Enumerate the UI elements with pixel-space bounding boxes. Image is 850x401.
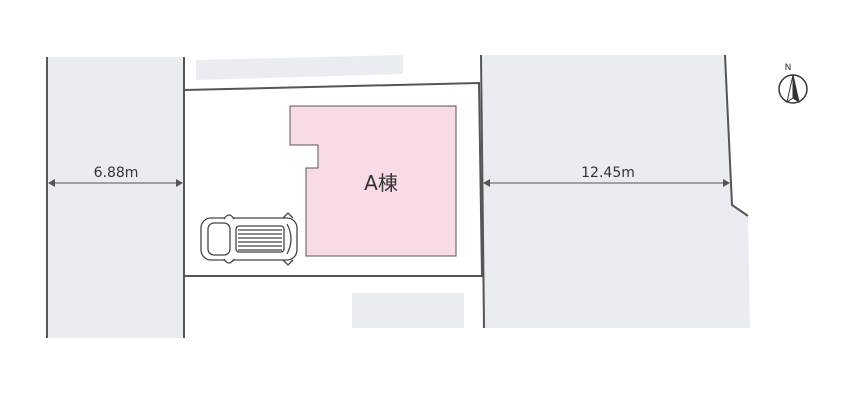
building-a	[289, 105, 457, 257]
left-road	[47, 57, 184, 338]
lot-boundary	[183, 81, 484, 277]
car-icon	[200, 212, 298, 266]
right-road-width-label: 12.45m	[581, 165, 635, 181]
right-dimension-arrow-end	[723, 179, 730, 187]
right-road	[482, 55, 750, 328]
building-label: A棟	[364, 171, 398, 195]
right-road-edge-inner	[480, 54, 485, 329]
right-dimension-arrow-start	[483, 179, 490, 187]
right-road-edge-outer	[724, 54, 749, 217]
top-road-patch	[196, 55, 403, 80]
left-dimension-arrow-start	[48, 179, 55, 187]
left-dimension-arrow-end	[176, 179, 183, 187]
north-arrow-icon: N	[778, 63, 808, 104]
left-road-width-label: 6.88m	[94, 165, 139, 181]
bottom-road-patch	[352, 293, 464, 328]
north-label: N	[785, 63, 792, 73]
